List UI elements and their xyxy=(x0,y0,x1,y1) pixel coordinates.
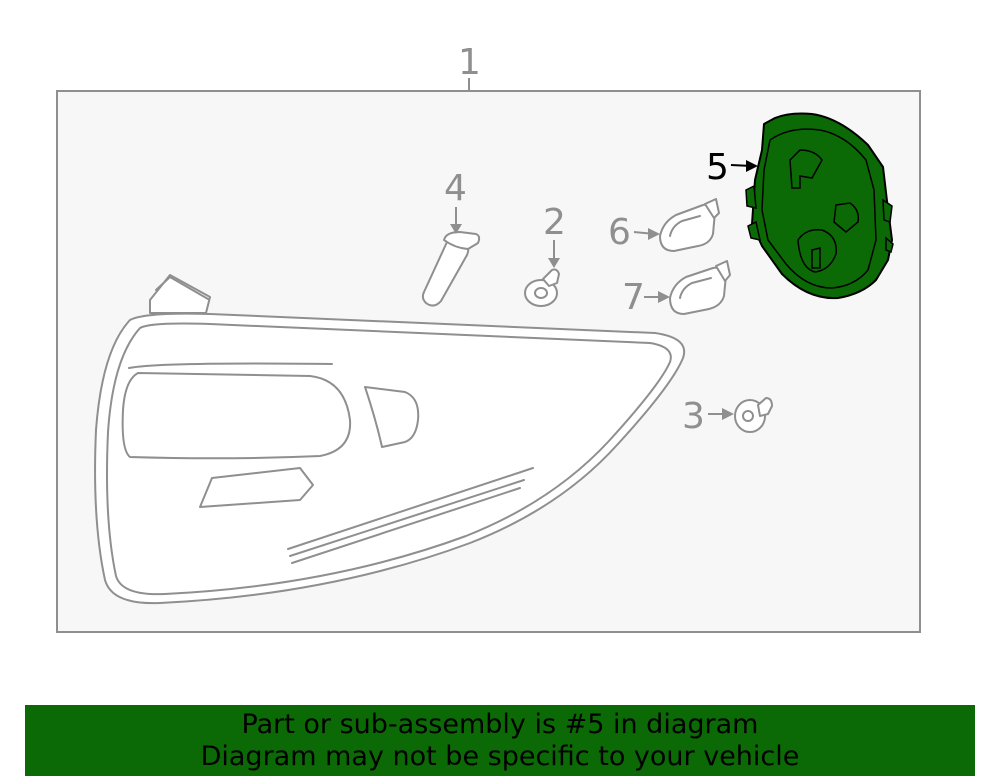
part-5-highlighted-component: 5 xyxy=(706,112,894,300)
exploded-parts-diagram: 1 4 2 xyxy=(56,42,921,633)
banner-line-part-number: Part or sub-assembly is #5 in diagram xyxy=(241,708,759,740)
part-2-component: 2 xyxy=(524,202,566,307)
banner-line-disclaimer: Diagram may not be specific to your vehi… xyxy=(200,740,800,772)
tail-lamp-assembly xyxy=(94,274,686,605)
callout-2-label: 2 xyxy=(543,202,566,243)
info-banner: Part or sub-assembly is #5 in diagram Di… xyxy=(25,705,975,776)
callout-5-label: 5 xyxy=(706,147,729,188)
callout-6-label: 6 xyxy=(608,212,631,253)
callout-3-label: 3 xyxy=(682,396,705,437)
part-6-component: 6 xyxy=(608,198,720,253)
part-3-component: 3 xyxy=(682,396,773,437)
callout-4-label: 4 xyxy=(444,168,467,209)
callout-1-label: 1 xyxy=(458,42,481,83)
part-4-component: 4 xyxy=(421,168,481,307)
part-7-component: 7 xyxy=(622,260,731,318)
callout-7-label: 7 xyxy=(622,277,645,318)
